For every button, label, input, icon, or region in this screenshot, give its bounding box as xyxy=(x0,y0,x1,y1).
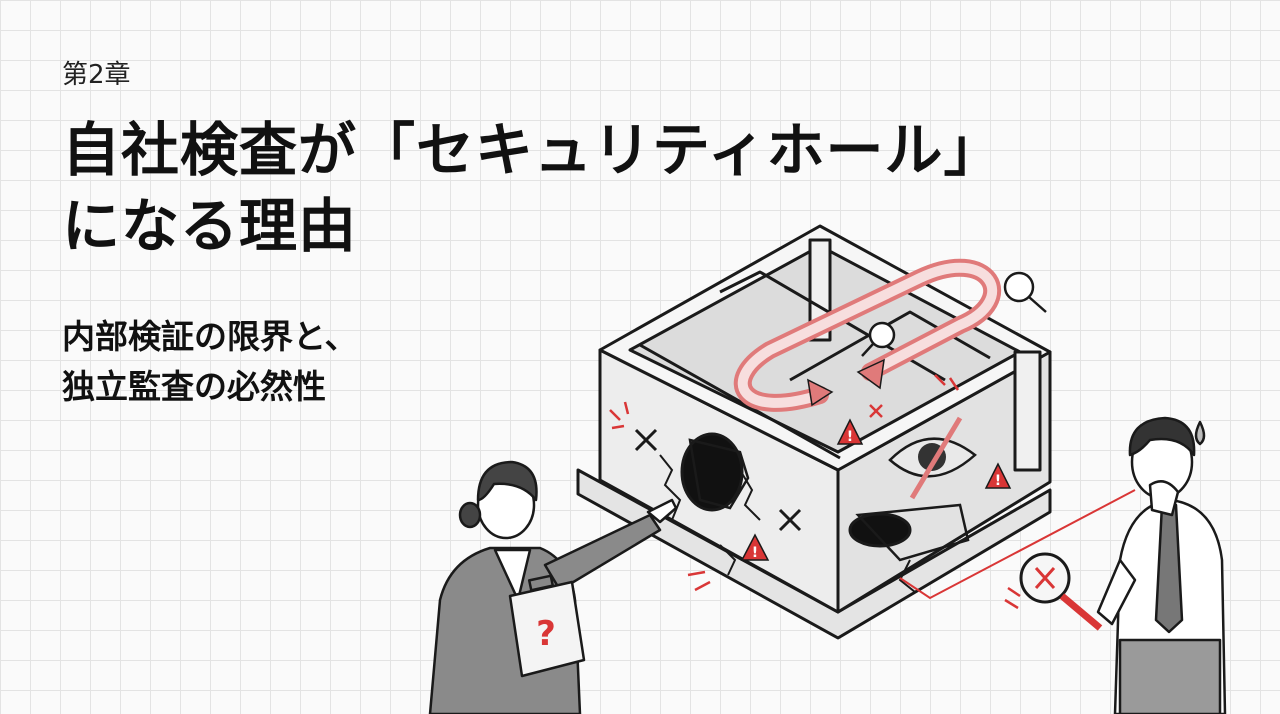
building-structure xyxy=(576,224,1052,640)
svg-text:!: ! xyxy=(847,429,853,445)
warning-icon: ! xyxy=(740,533,770,561)
clipboard-icon xyxy=(508,574,586,678)
svg-text:!: ! xyxy=(995,473,1001,489)
page-subtitle: 内部検証の限界と、 独立監査の必然性 xyxy=(62,312,358,412)
loop-arrow-icon xyxy=(733,258,1001,412)
warning-icon: ! xyxy=(984,462,1012,489)
crossed-eye-icon xyxy=(888,416,977,500)
wall-hole-right xyxy=(848,512,912,548)
title-line-1: 自社検査が「セキュリティホール」 xyxy=(62,116,1003,184)
x-marks xyxy=(634,428,802,532)
small-magnifier-icon xyxy=(861,321,896,357)
svg-text:!: ! xyxy=(752,545,758,561)
alert-accents xyxy=(609,374,1021,610)
magnifier-icon xyxy=(1003,271,1047,313)
subtitle-line-2: 独立監査の必然性 xyxy=(62,367,326,406)
magnifier-held-icon xyxy=(1019,552,1103,631)
warning-icons: ! ! ! xyxy=(740,418,1012,561)
title-line-2: になる理由 xyxy=(62,192,358,260)
warning-icon: ! xyxy=(836,418,864,445)
worried-man xyxy=(1096,416,1227,714)
inspector-woman xyxy=(428,460,678,714)
page-title: 自社検査が「セキュリティホール」 になる理由 xyxy=(62,112,1003,264)
chapter-label: 第2章 xyxy=(62,60,131,90)
subtitle-line-1: 内部検証の限界と、 xyxy=(62,317,358,356)
clipboard-question-mark: ? xyxy=(536,614,556,654)
connection-line xyxy=(899,489,1136,600)
wall-hole-left xyxy=(680,432,744,512)
